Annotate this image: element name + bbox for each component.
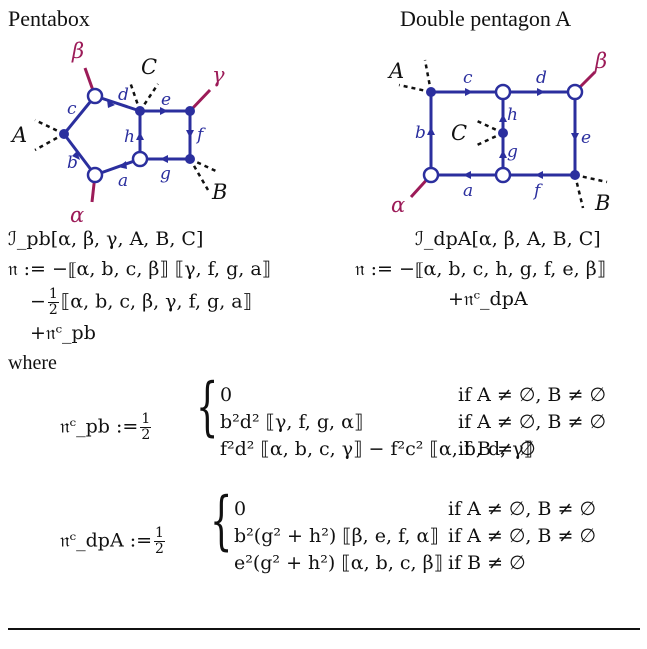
edge-label-a: a xyxy=(118,171,128,191)
dp-ext-label-C: C xyxy=(451,121,467,145)
eq-pb-case-3-expr: f²d² ⟦α, b, c, γ⟧ − f²c² ⟦α, b, d, γ⟧ xyxy=(220,438,534,460)
where-label: where xyxy=(8,352,57,374)
edge-label-g: g xyxy=(160,164,171,184)
dp-ext-label-B: B xyxy=(594,191,610,215)
dp-edge-label-a: a xyxy=(463,181,473,201)
dp-edge-label-f: f xyxy=(532,181,543,201)
eq-pb-case-3-cond: if B ≠ ∅ xyxy=(458,438,536,460)
ext-label-A: A xyxy=(10,123,27,147)
dpa-numerator-line1: 𝔫 := −⟦α, b, c, h, g, f, e, β⟧ xyxy=(355,258,607,280)
dp-edge-label-e: e xyxy=(581,128,591,148)
dp-edge-label-d: d xyxy=(536,68,547,88)
double-pentagon-diagram: c d e f a b h g β α A C B xyxy=(387,49,610,217)
double-pentagon-title: Double pentagon A xyxy=(400,6,572,31)
eq-pb-case-2-expr: b²d² ⟦γ, f, g, α⟧ xyxy=(220,411,364,433)
dp-edge-label-g: g xyxy=(507,142,518,162)
eq-pb-case-1-expr: 0 xyxy=(220,384,233,406)
eq-pb-case-2-cond: if A ≠ ∅, B ≠ ∅ xyxy=(458,411,607,433)
pentabox-diagram: c d e f g a b h β γ α A C B xyxy=(10,39,227,227)
dp-ext-label-beta: β xyxy=(594,49,607,73)
eq-dpa-case-3-cond: if B ≠ ∅ xyxy=(448,552,526,574)
pentabox-numerator-line1: 𝔫 := −⟦α, b, c, β⟧ ⟦γ, f, g, a⟧ xyxy=(8,258,272,280)
eq-dpa-case-2-cond: if A ≠ ∅, B ≠ ∅ xyxy=(448,525,597,547)
edge-label-h: h xyxy=(124,127,135,147)
dp-edge-label-h: h xyxy=(507,105,518,125)
pentabox-integral: ℐ_pb[α, β, γ, A, B, C] xyxy=(8,228,204,250)
ext-label-gamma: γ xyxy=(212,63,225,87)
edge-label-d: d xyxy=(118,85,129,105)
dpa-numerator-line2: +𝔫ᶜ_dpA xyxy=(448,288,528,310)
eq-dpa-case-2-expr: b²(g² + h²) ⟦β, e, f, α⟧ xyxy=(234,525,439,547)
eq-pb-case-1-cond: if A ≠ ∅, B ≠ ∅ xyxy=(458,384,607,406)
ext-label-beta: β xyxy=(71,39,84,63)
edge-label-b: b xyxy=(67,153,78,173)
eq-pb-brace: { xyxy=(196,370,219,444)
ext-label-alpha: α xyxy=(70,203,84,227)
eq-dpa-case-1-expr: 0 xyxy=(234,498,247,520)
pentabox-title: Pentabox xyxy=(8,6,90,31)
eq-dpa-brace: { xyxy=(210,484,233,558)
dpa-integral: ℐ_dpA[α, β, A, B, C] xyxy=(415,228,601,250)
dp-ext-label-alpha: α xyxy=(391,193,405,217)
edge-label-c: c xyxy=(67,99,77,119)
dp-ext-label-A: A xyxy=(387,59,404,83)
eq-dpa-case-1-cond: if A ≠ ∅, B ≠ ∅ xyxy=(448,498,597,520)
dp-edge-label-c: c xyxy=(463,68,473,88)
edge-label-f: f xyxy=(195,125,206,145)
ext-label-B: B xyxy=(211,180,227,204)
ext-label-C: C xyxy=(141,55,157,79)
pentabox-numerator-line3: +𝔫ᶜ_pb xyxy=(30,322,96,344)
dp-edge-label-b: b xyxy=(415,123,426,143)
bottom-rule xyxy=(8,628,640,630)
edge-label-e: e xyxy=(161,90,171,110)
eq-dpa-case-3-expr: e²(g² + h²) ⟦α, b, c, β⟧ xyxy=(234,552,444,574)
